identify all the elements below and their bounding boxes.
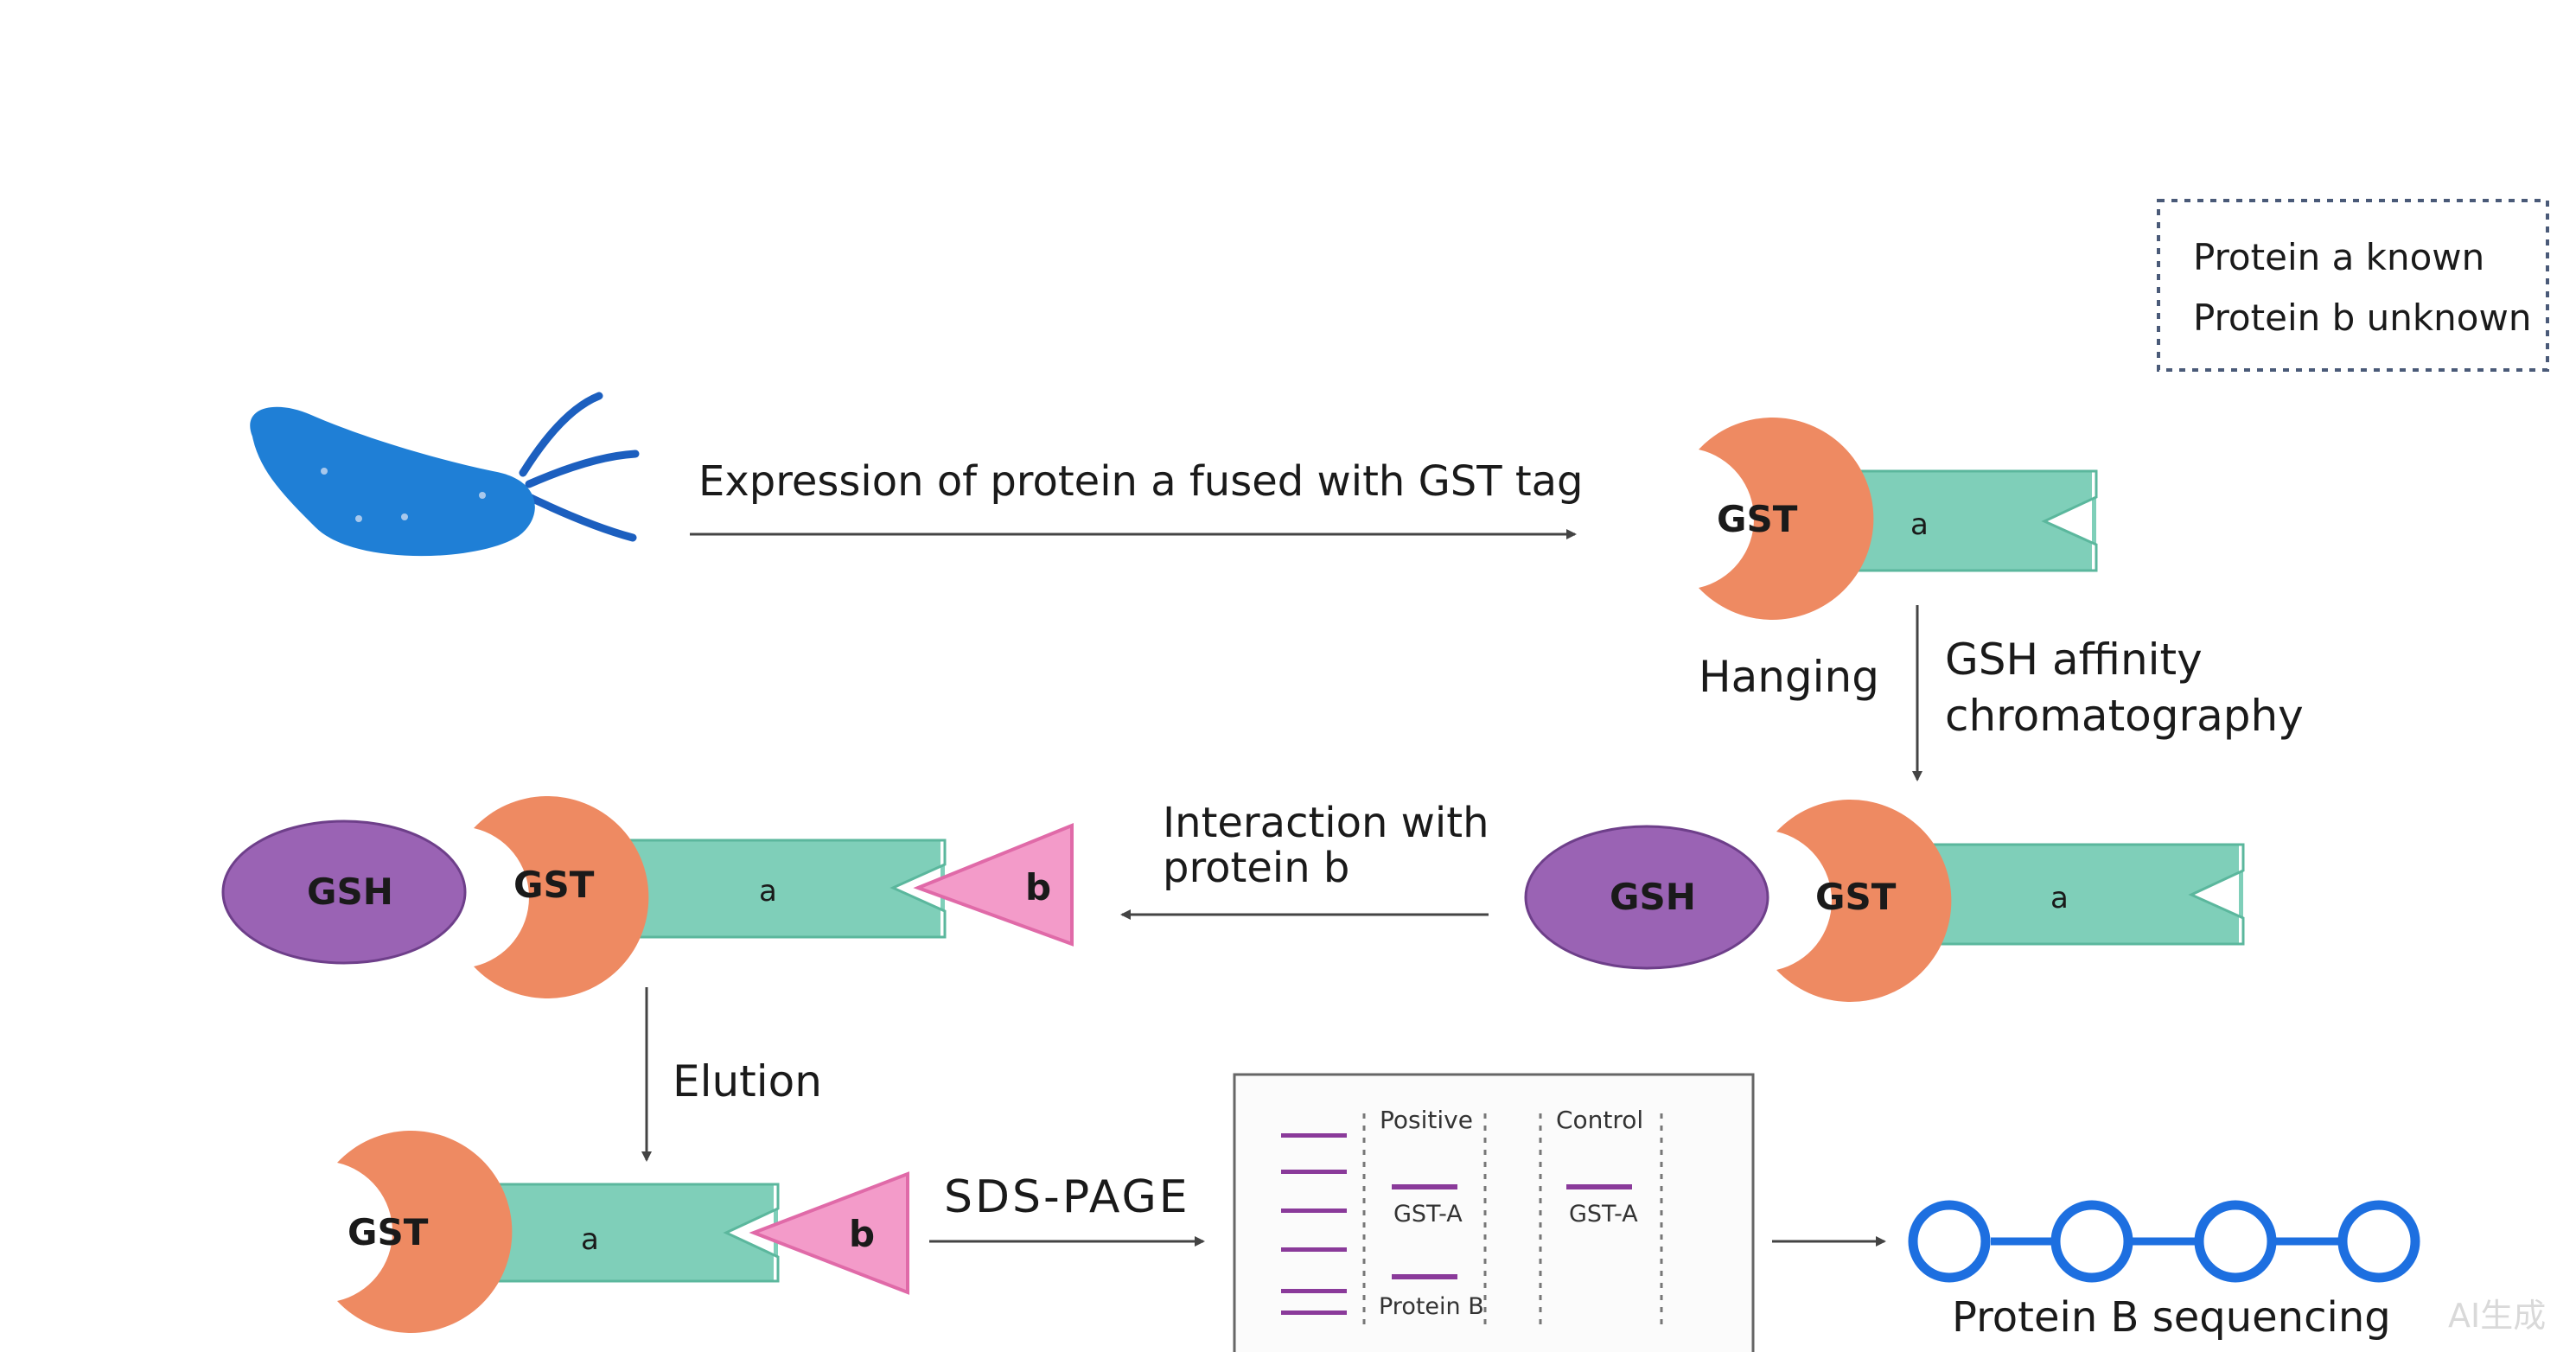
gel-lane-control: Control xyxy=(1556,1106,1643,1134)
gel-band-gst-a-positive: GST-A xyxy=(1393,1201,1463,1228)
gsh-gst-a-b-complex-left: GSH GST a b xyxy=(221,796,1074,998)
gel-ladder xyxy=(1281,1133,1347,1315)
gsh-label-left: GSH xyxy=(307,871,393,913)
gel-band-protein-b: Protein B xyxy=(1379,1293,1484,1320)
elution-label: Elution xyxy=(673,1056,822,1106)
sds-page-gel: Positive Control GST-A Protein B GST-A xyxy=(1233,1073,1755,1352)
gst-label-bottom: GST xyxy=(348,1211,429,1253)
gel-band-gst-a-control: GST-A xyxy=(1569,1201,1638,1228)
protein-a-label-bottom: a xyxy=(581,1222,599,1257)
gsh-label-right: GSH xyxy=(1610,876,1696,918)
interaction-label-line2: protein b xyxy=(1163,844,1349,892)
protein-a-label-top: a xyxy=(1910,507,1929,542)
gst-label-right: GST xyxy=(1815,876,1897,918)
sequencing-label: Protein B sequencing xyxy=(1952,1293,2391,1342)
legend-box: Protein a known Protein b unknown xyxy=(2157,199,2549,372)
amino-acid-bead xyxy=(2337,1200,2420,1283)
interaction-label-line1: Interaction with xyxy=(1163,799,1489,847)
amino-acid-bead xyxy=(2050,1200,2133,1283)
ai-generated-watermark: AI生成 xyxy=(2448,1297,2546,1335)
gst-label-top: GST xyxy=(1717,498,1798,540)
legend-protein-a: Protein a known xyxy=(2193,236,2484,278)
protein-a-label-right: a xyxy=(2050,881,2069,915)
gst-label-left: GST xyxy=(513,864,595,906)
amino-acid-bead xyxy=(2194,1200,2277,1283)
protein-b-label-left: b xyxy=(1025,866,1051,909)
affinity-label-line1: GSH affinity xyxy=(1945,635,2203,685)
protein-b-bead-chain xyxy=(1908,1200,2420,1283)
gsh-gst-a-complex-right: GSH GST a xyxy=(1524,800,2245,1002)
hanging-label: Hanging xyxy=(1699,652,1879,702)
legend-protein-b: Protein b unknown xyxy=(2193,297,2531,339)
amino-acid-bead xyxy=(1908,1200,1991,1283)
sds-page-label: SDS-PAGE xyxy=(944,1171,1190,1223)
gst-a-fusion-top: GST a xyxy=(1699,418,2098,621)
expression-label: Expression of protein a fused with GST t… xyxy=(698,457,1584,506)
affinity-label-line2: chromatography xyxy=(1945,691,2304,741)
protein-a-label-left: a xyxy=(759,874,777,909)
gst-a-b-eluted: GST a b xyxy=(337,1131,909,1334)
gel-lane-positive: Positive xyxy=(1380,1106,1473,1134)
protein-b-label-bottom: b xyxy=(849,1213,875,1255)
bacterium-icon xyxy=(250,392,640,557)
